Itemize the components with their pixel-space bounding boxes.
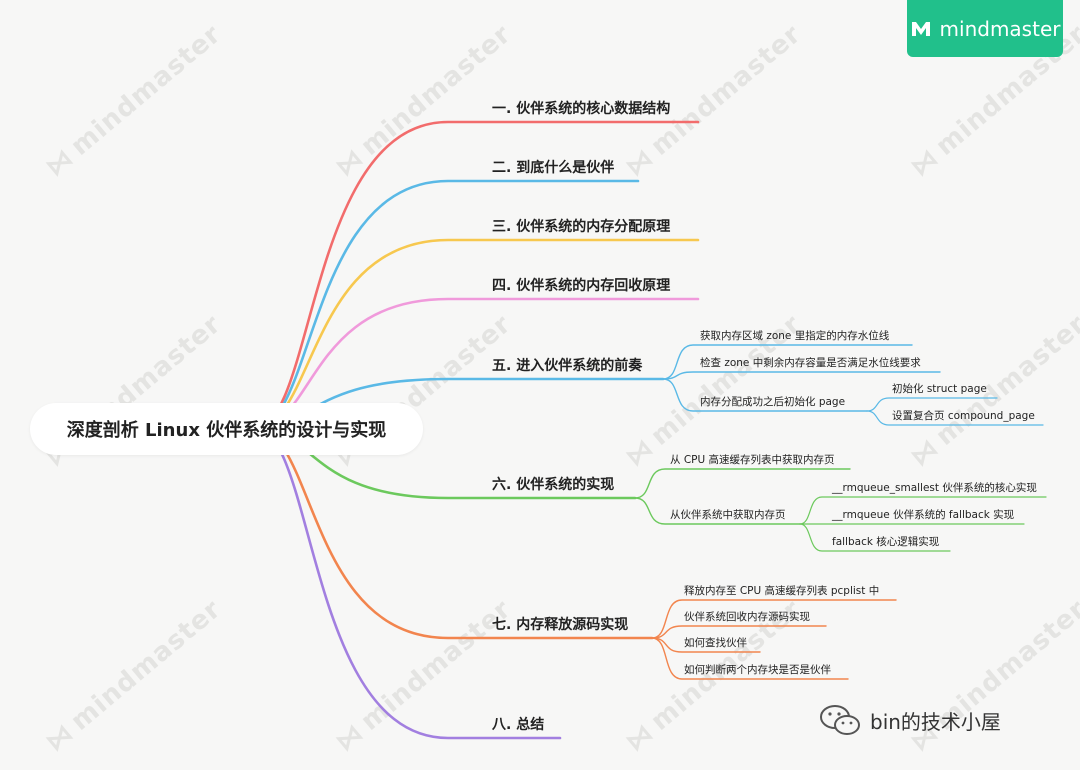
subtopic-connector (651, 637, 849, 680)
footer-signature: bin的技术小屋 (818, 702, 1001, 738)
root-topic[interactable]: 深度剖析 Linux 伙伴系统的设计与实现 (30, 403, 423, 455)
sub-subtopic[interactable]: __rmqueue 伙伴系统的 fallback 实现 (832, 509, 1015, 521)
sub-subtopic[interactable]: 设置复合页 compound_page (892, 410, 1035, 422)
subtopic[interactable]: 释放内存至 CPU 高速缓存列表 pcplist 中 (684, 585, 880, 597)
subtopic-connector (651, 625, 827, 639)
branch-connector (253, 426, 654, 640)
branch-topic[interactable]: 一. 伙伴系统的核心数据结构 (492, 101, 671, 117)
sub-subtopic-connector (799, 496, 1047, 525)
subtopic-connector (634, 468, 851, 499)
branch-topic[interactable]: 二. 到底什么是伙伴 (492, 160, 615, 176)
mindmaster-logo-icon (911, 21, 930, 36)
sub-subtopic-connector (866, 410, 1044, 426)
subtopic-connector (662, 344, 913, 380)
subtopic[interactable]: 从 CPU 高速缓存列表中获取内存页 (670, 454, 835, 466)
subtopic[interactable]: 内存分配成功之后初始化 page (700, 396, 846, 408)
subtopic-connector (662, 378, 868, 412)
branch-topic[interactable]: 七. 内存释放源码实现 (492, 617, 629, 633)
branch-topic[interactable]: 八. 总结 (492, 717, 545, 733)
subtopic[interactable]: 检查 zone 中剩余内存容量是否满足水位线要求 (700, 357, 921, 369)
sub-subtopic-connector (866, 397, 998, 412)
subtopic-connector (662, 371, 941, 380)
sub-subtopic[interactable]: fallback 核心逻辑实现 (832, 536, 940, 548)
wechat-icon (820, 705, 860, 735)
subtopic-connector (651, 599, 897, 639)
footer-text: bin的技术小屋 (870, 709, 1001, 734)
sub-subtopic[interactable]: __rmqueue_smallest 伙伴系统的核心实现 (832, 482, 1037, 494)
subtopic[interactable]: 从伙伴系统中获取内存页 (670, 509, 786, 521)
branch-topic[interactable]: 三. 伙伴系统的内存分配原理 (492, 219, 671, 235)
subtopic[interactable]: 如何查找伙伴 (684, 637, 747, 649)
root-topic-label: 深度剖析 Linux 伙伴系统的设计与实现 (66, 420, 387, 441)
sub-subtopic[interactable]: 初始化 struct page (892, 383, 987, 395)
branch-topic[interactable]: 五. 进入伙伴系统的前奏 (492, 358, 643, 374)
sub-subtopic-connector (799, 523, 951, 552)
subtopic[interactable]: 伙伴系统回收内存源码实现 (684, 611, 810, 623)
brand-badge[interactable]: mindmaster (907, 0, 1063, 57)
subtopic-connector (634, 497, 801, 525)
brand-name: mindmaster (939, 16, 1061, 41)
branch-topic[interactable]: 四. 伙伴系统的内存回收原理 (492, 278, 671, 294)
branch-topic[interactable]: 六. 伙伴系统的实现 (492, 477, 615, 493)
branch-connector (253, 238, 700, 430)
subtopic[interactable]: 如何判断两个内存块是否是伙伴 (684, 664, 831, 676)
subtopic[interactable]: 获取内存区域 zone 里指定的内存水位线 (700, 330, 890, 342)
